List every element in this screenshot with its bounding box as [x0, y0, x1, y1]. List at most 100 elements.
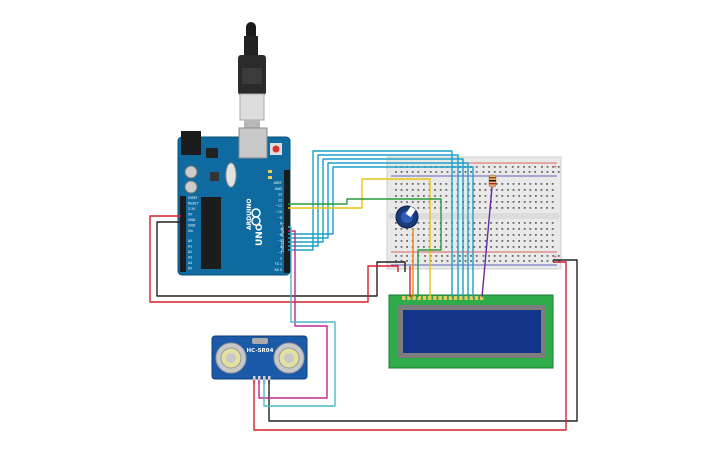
digital-pin-label: 13: [278, 193, 282, 197]
lcd-pin[interactable]: [433, 296, 437, 300]
breadboard-hole: [546, 195, 548, 197]
wire[interactable]: [288, 178, 431, 297]
breadboard-hole: [535, 246, 537, 248]
breadboard-hole: [445, 183, 448, 185]
wire[interactable]: [253, 261, 567, 431]
breadboard-hole: [512, 222, 515, 224]
breadboard-hole: [501, 195, 504, 197]
lcd-pin[interactable]: [412, 296, 416, 300]
digital-pin-label: 12: [278, 198, 282, 202]
breadboard-hole: [479, 240, 481, 242]
power-analog-header[interactable]: [180, 196, 186, 272]
breadboard-hole: [470, 255, 472, 257]
breadboard-holes: [395, 166, 560, 262]
wire[interactable]: [149, 215, 399, 303]
wire[interactable]: [268, 259, 578, 422]
breadboard-hole: [540, 183, 543, 185]
breadboard-hole: [395, 171, 397, 173]
breadboard-hole: [482, 166, 485, 168]
breadboard-hole: [417, 240, 420, 242]
breadboard-hole: [551, 195, 554, 197]
breadboard-hole: [411, 183, 414, 185]
breadboard-hole: [534, 255, 536, 257]
wire[interactable]: [481, 186, 493, 298]
lcd-pin[interactable]: [459, 296, 463, 300]
breadboard-hole: [479, 234, 481, 236]
lcd-pin[interactable]: [438, 296, 442, 300]
lcd-pin[interactable]: [464, 296, 468, 300]
breadboard-hole: [395, 183, 397, 185]
breadboard-hole: [446, 171, 449, 173]
power-pin-label: GND: [188, 218, 196, 222]
lcd-pin[interactable]: [454, 296, 458, 300]
breadboard-hole: [540, 207, 543, 209]
breadboard-hole: [495, 189, 498, 191]
breadboard-hole: [445, 240, 448, 242]
resistor[interactable]: [488, 174, 497, 188]
breadboard-hole: [423, 246, 425, 248]
breadboard-hole: [535, 234, 537, 236]
breadboard-hole: [493, 260, 496, 262]
lcd-pin[interactable]: [422, 296, 427, 300]
lcd-pin[interactable]: [417, 296, 421, 300]
arduino-board[interactable]: ARDUINO UNO DIGITAL (PWM~) IOREFRESET3.3…: [177, 127, 291, 276]
lcd-pin[interactable]: [448, 296, 453, 300]
breadboard-hole: [434, 234, 436, 236]
breadboard-hole: [546, 260, 549, 262]
breadboard-hole: [529, 246, 532, 248]
wire[interactable]: [288, 154, 459, 297]
lcd-pin[interactable]: [469, 296, 473, 300]
lcd-pin[interactable]: [407, 296, 411, 300]
wire[interactable]: [288, 166, 474, 297]
usb-cable: [238, 22, 266, 128]
breadboard-hole: [541, 171, 543, 173]
breadboard-hole: [523, 246, 526, 248]
breadboard-hole: [518, 240, 520, 242]
lcd-16x2[interactable]: [388, 294, 554, 369]
wire[interactable]: [258, 230, 328, 399]
wire[interactable]: [288, 162, 469, 297]
breadboard-hole: [479, 246, 481, 248]
breadboard-hole: [411, 171, 414, 173]
breadboard-hole: [479, 183, 481, 185]
lcd-pin[interactable]: [402, 296, 406, 300]
wire[interactable]: [263, 226, 336, 407]
breadboard-hole: [518, 195, 520, 197]
wire[interactable]: [156, 221, 406, 297]
breadboard-hole: [484, 246, 487, 248]
breadboard-hole: [512, 246, 515, 248]
breadboard-hole: [406, 201, 408, 203]
breadboard-hole: [517, 260, 520, 262]
potentiometer[interactable]: [395, 205, 419, 229]
breadboard-hole: [535, 222, 537, 224]
lcd-screen: [403, 310, 541, 353]
breadboard-hole: [395, 260, 397, 262]
wire[interactable]: [288, 198, 442, 297]
breadboard-hole: [511, 255, 514, 257]
wire[interactable]: [288, 150, 453, 297]
breadboard-hole: [435, 171, 438, 173]
digital-header[interactable]: [284, 170, 290, 273]
digital-pin-label: RX 0: [275, 268, 282, 272]
breadboard-hole: [470, 171, 472, 173]
lcd-pin[interactable]: [428, 296, 432, 300]
breadboard-hole: [490, 240, 492, 242]
breadboard-hole: [484, 228, 487, 230]
breadboard-hole: [507, 195, 509, 197]
breadboard-hole: [523, 255, 525, 257]
breadboard-hole: [395, 246, 397, 248]
breadboard-hole: [395, 255, 397, 257]
breadboard-hole: [473, 189, 476, 191]
wire[interactable]: [288, 158, 464, 297]
breadboard-hole: [511, 166, 514, 168]
lcd-pin[interactable]: [474, 296, 479, 300]
breadboard-hole: [507, 183, 509, 185]
breadboard-hole: [484, 240, 487, 242]
lcd-pin[interactable]: [480, 296, 484, 300]
breadboard-hole: [505, 260, 507, 262]
ultrasonic-sensor[interactable]: HC-SR04: [211, 335, 308, 384]
lcd-pin-header[interactable]: [402, 296, 484, 300]
breadboard-hole: [423, 183, 425, 185]
breadboard-hole: [540, 228, 543, 230]
lcd-pin[interactable]: [443, 296, 447, 300]
